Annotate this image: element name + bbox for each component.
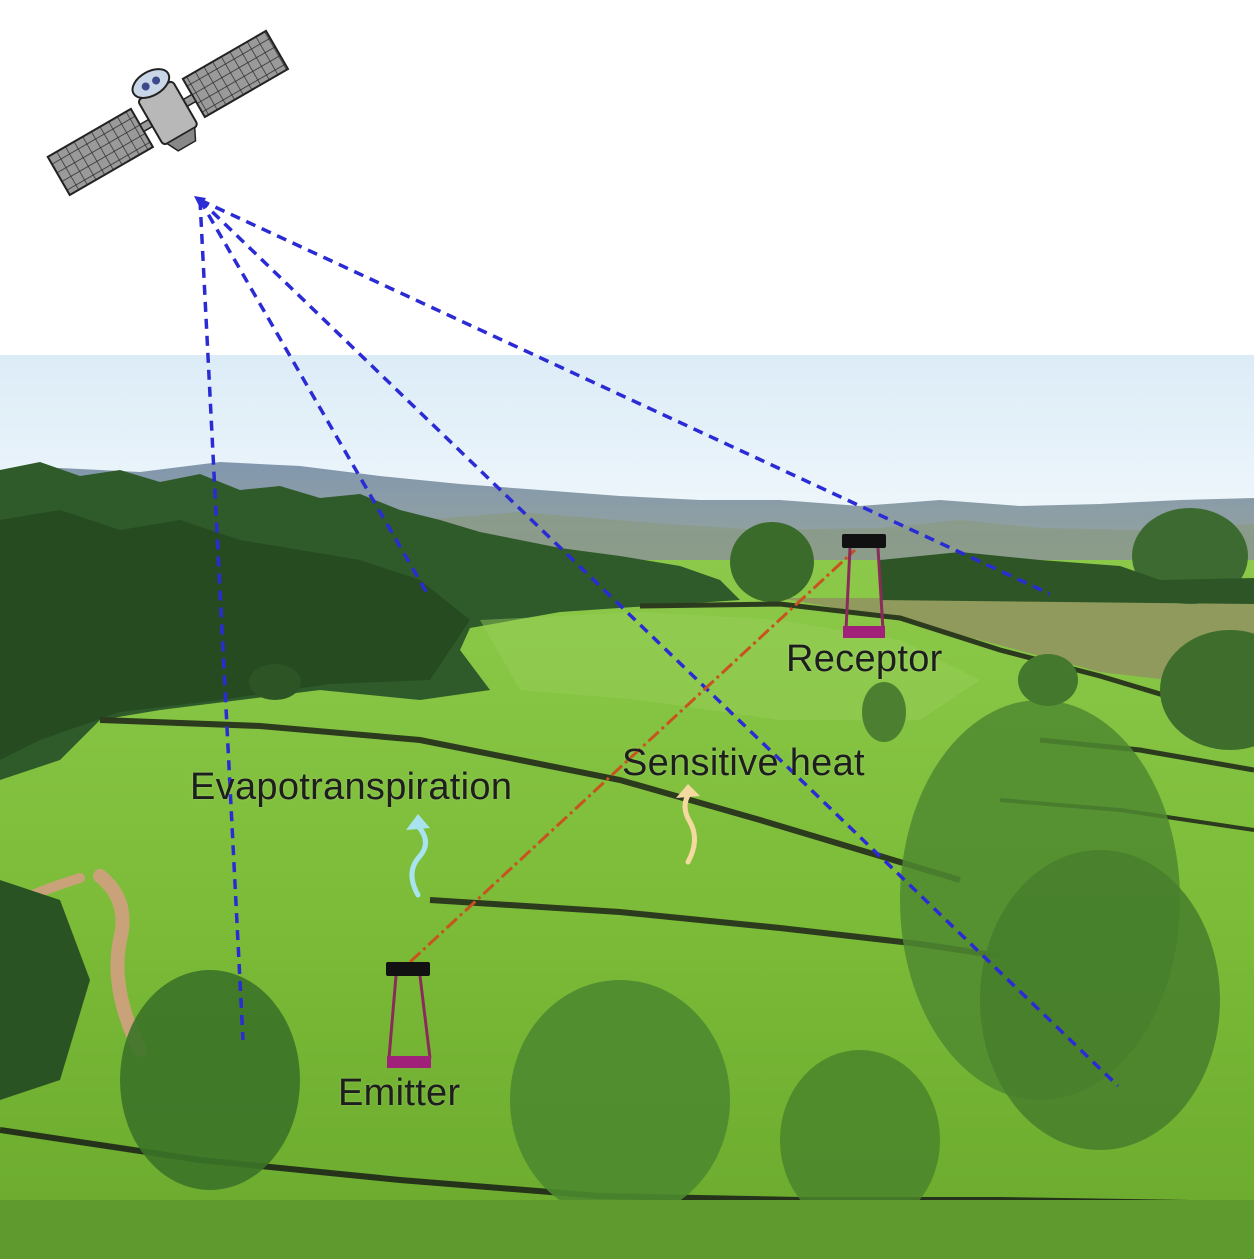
small-tree-1 — [862, 682, 906, 742]
bottom-shrub-3 — [780, 1050, 940, 1230]
evapotranspiration-arrow-icon — [406, 814, 430, 898]
big-tree-right-2 — [980, 850, 1220, 1150]
signal-line-3 — [198, 198, 1120, 1088]
bottom-shrub-2 — [120, 970, 300, 1190]
stone-wall-1 — [639, 601, 1181, 703]
sensitive-heat-label: Sensitive heat — [622, 742, 865, 784]
sensitive-heat-arrow-icon — [676, 784, 700, 865]
tree-center — [730, 522, 814, 602]
tree-mid-right — [1160, 630, 1254, 750]
emitter-icon — [386, 962, 432, 1068]
evapotranspiration-label: Evapotranspiration — [190, 766, 513, 808]
satellite-dish — [131, 68, 171, 99]
upper-right-field — [780, 598, 1254, 690]
receptor-icon — [842, 534, 886, 638]
satellite-signal-lines — [198, 198, 1120, 1088]
left-forest-shade — [0, 510, 470, 760]
signal-line-1 — [198, 199, 245, 1041]
small-tree-2 — [1018, 654, 1078, 706]
small-tree-3 — [249, 664, 301, 700]
satellite-signal-origin — [194, 196, 206, 208]
dirt-path — [93, 869, 147, 1057]
signal-line-4 — [199, 198, 1051, 596]
stone-wall-2 — [99, 717, 961, 883]
pine-left — [0, 880, 90, 1100]
scintillometer-beam — [408, 548, 857, 964]
right-treeline — [880, 552, 1254, 604]
bottom-grass — [0, 1200, 1254, 1259]
signal-line-2 — [198, 199, 430, 596]
receptor-label: Receptor — [786, 638, 943, 680]
emitter-label: Emitter — [338, 1072, 461, 1114]
bottom-shrub-1 — [510, 980, 730, 1220]
white-background — [0, 0, 1254, 355]
satellite-icon — [46, 29, 290, 197]
